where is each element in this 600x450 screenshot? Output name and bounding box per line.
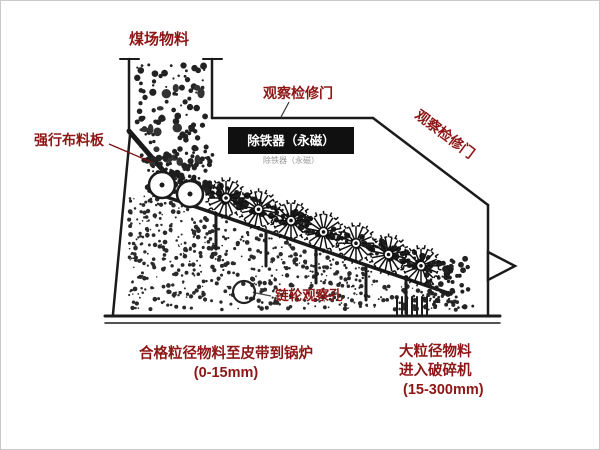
forced-plate-label: 强行布料板 bbox=[34, 132, 105, 148]
observation-hole-leader bbox=[255, 292, 272, 297]
sprocket-center bbox=[159, 182, 165, 188]
top-right-diagonal bbox=[371, 116, 490, 207]
plate-leader bbox=[108, 143, 152, 163]
head-sprockets bbox=[147, 170, 205, 209]
inspection-door-top-label: 观察检修门 bbox=[263, 85, 333, 101]
fine-material-label-line1: 合格粒径物料至皮带到锅炉 bbox=[138, 344, 313, 362]
iron-remover-box bbox=[228, 127, 354, 154]
iron-remover-label: 除铁器（永磁） bbox=[247, 133, 335, 148]
fine-material-label-line2: (0-15mm) bbox=[194, 365, 259, 381]
left-wall bbox=[111, 133, 132, 316]
coal-feed-label: 煤场物料 bbox=[129, 30, 189, 48]
crusher-grate bbox=[396, 296, 428, 315]
roller-screen-rollers bbox=[205, 177, 442, 287]
coarse-material-label-line2: 进入破碎机 bbox=[399, 361, 472, 379]
iron-remover-caption: 除铁器（永磁） bbox=[263, 155, 319, 165]
discharge-arrow bbox=[486, 249, 518, 283]
machine-outline bbox=[103, 57, 502, 324]
coarse-material-label-line3: (15-300mm) bbox=[403, 382, 484, 398]
sprocket-center bbox=[187, 191, 193, 197]
coarse-material-label-line1: 大粒径物料 bbox=[399, 342, 472, 360]
inspection-door-right-label: 观察检修门 bbox=[412, 107, 478, 162]
sprocket-hole-label: 链轮观察孔 bbox=[275, 287, 343, 303]
top-door-leader bbox=[280, 101, 290, 118]
observation-hole-circle bbox=[231, 279, 257, 305]
screen-deck bbox=[147, 189, 453, 315]
deck-line bbox=[147, 189, 453, 296]
forced-plate bbox=[126, 128, 170, 178]
iron-remover: 除铁器（永磁） 除铁器（永磁） bbox=[228, 127, 354, 165]
